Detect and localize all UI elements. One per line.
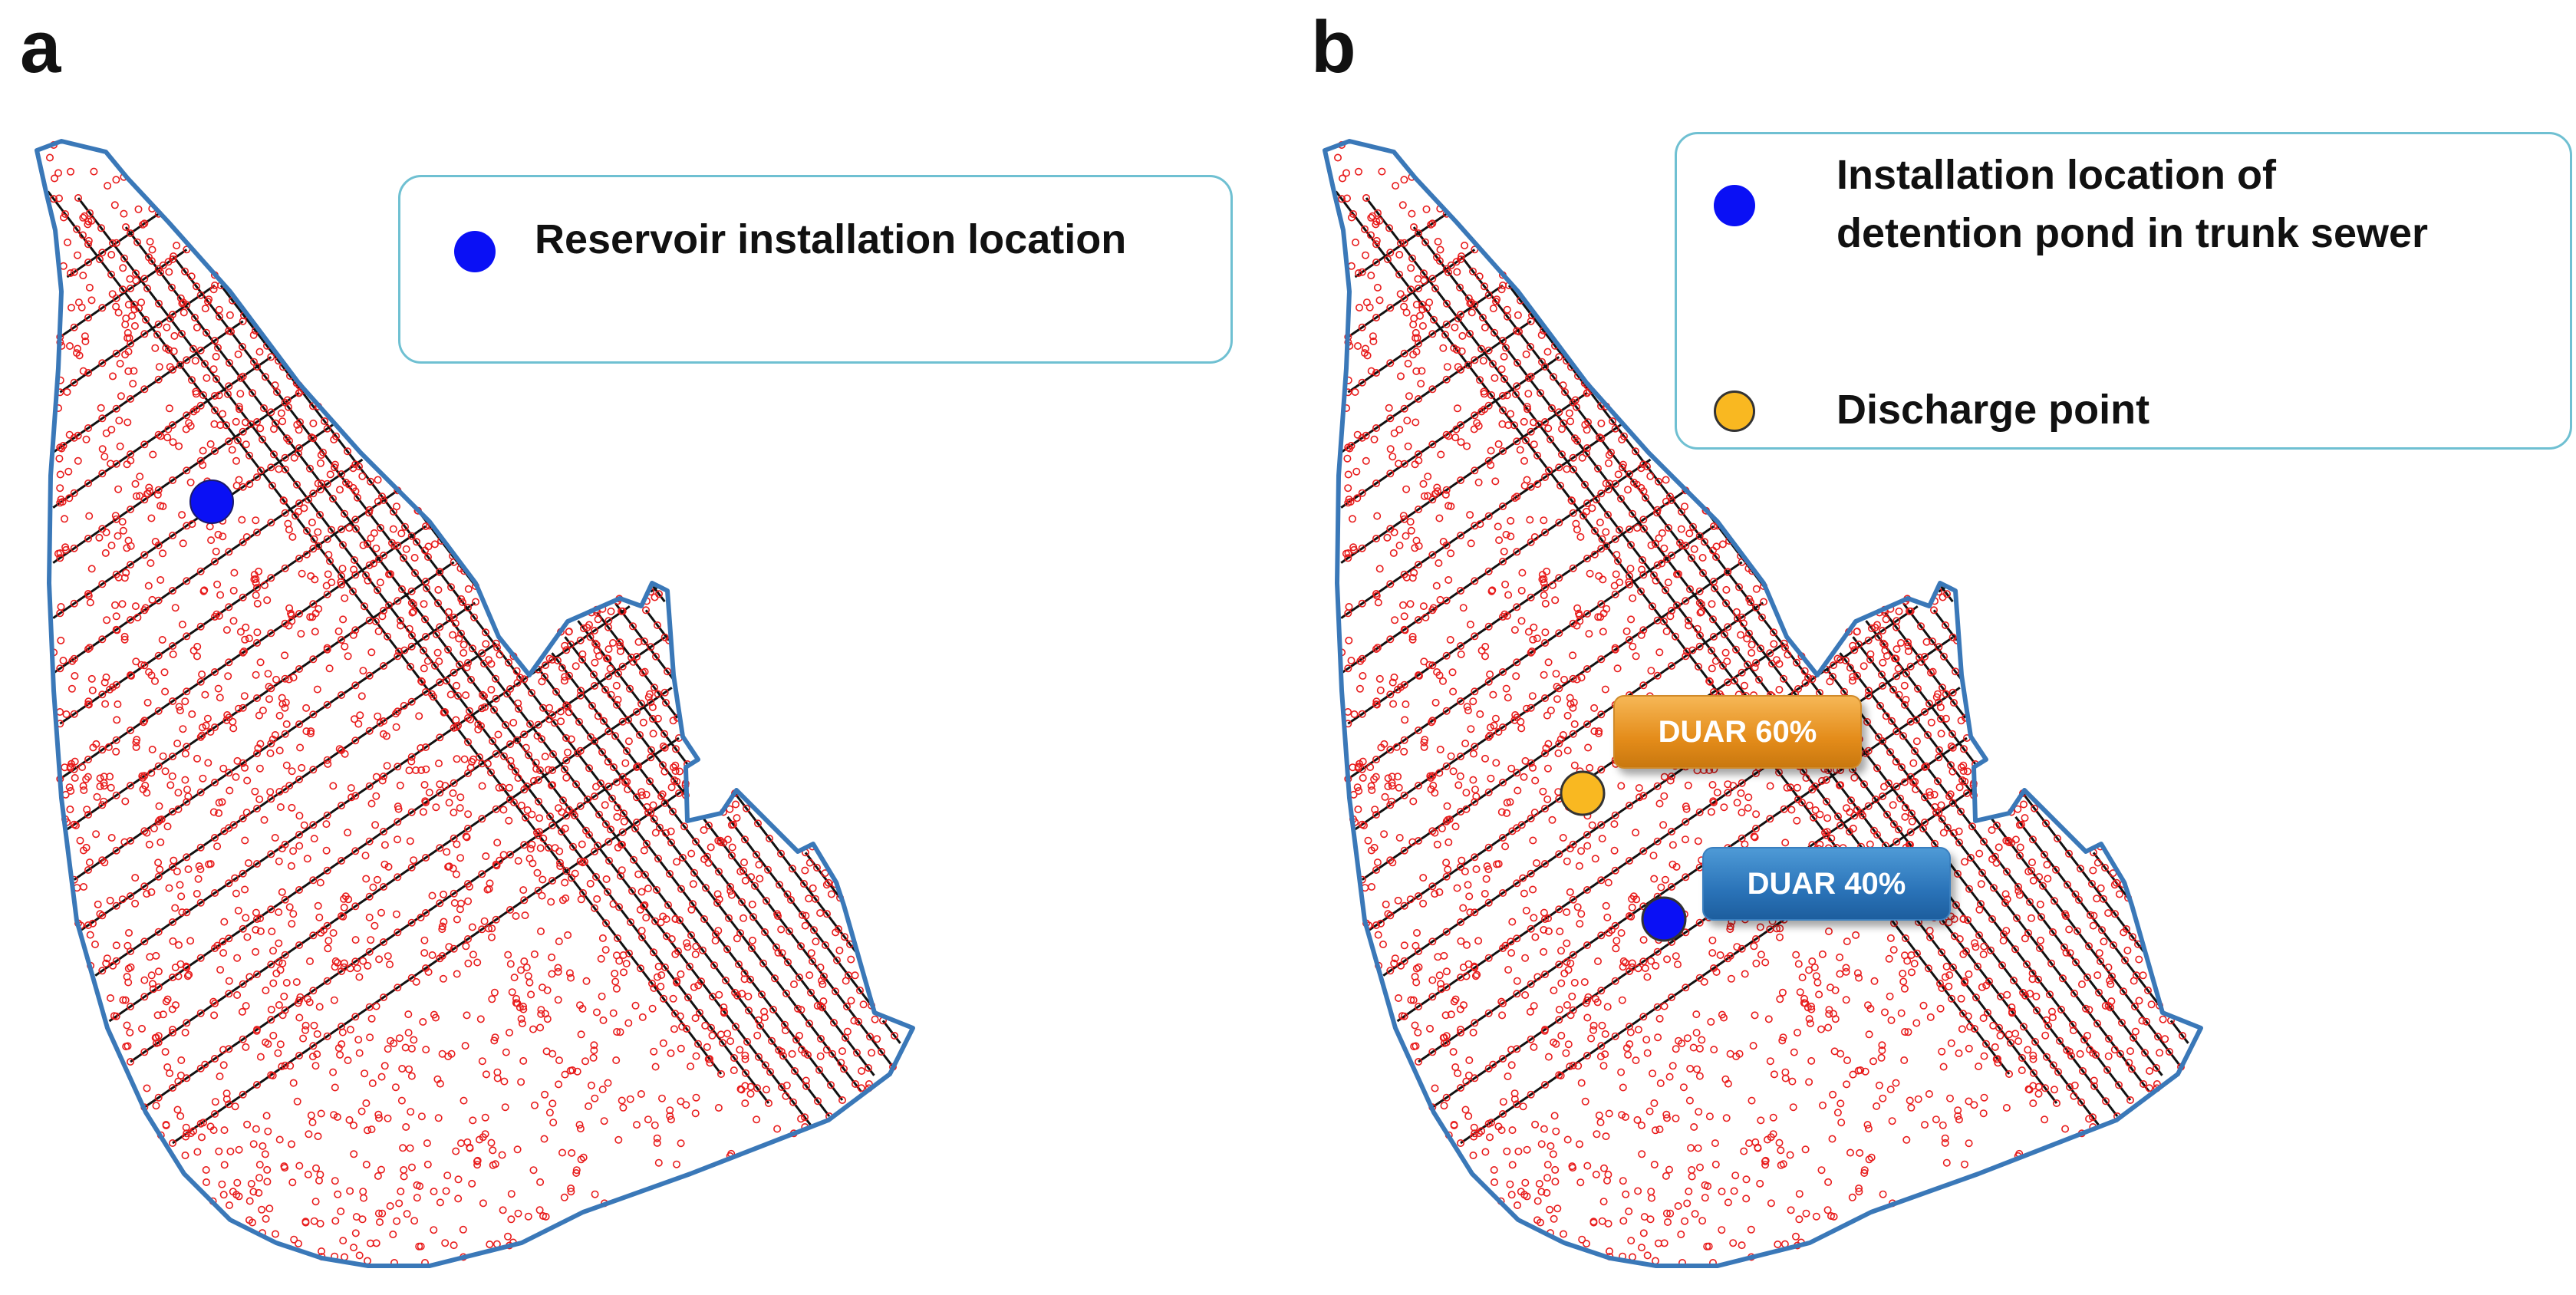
detention-pond-legend-label-line1: Installation location of bbox=[1836, 152, 2277, 198]
detention-pond-marker bbox=[1641, 896, 1687, 942]
duar-60-callout: DUAR 60% bbox=[1613, 695, 1862, 769]
discharge-point-marker bbox=[1560, 770, 1606, 816]
detention-pond-legend-label-line2: detention pond in trunk sewer bbox=[1836, 210, 2429, 256]
reservoir-legend-dot bbox=[454, 231, 496, 272]
panel-b: b Installation location of detention pon… bbox=[1288, 0, 2576, 1295]
panel-a: a Reservoir installation location bbox=[20, 6, 1233, 1268]
reservoir-legend-label: Reservoir installation location bbox=[535, 216, 1127, 262]
network-layer-a bbox=[46, 141, 901, 1267]
panel-label-a: a bbox=[20, 6, 61, 88]
detention-pond-legend-dot bbox=[1714, 185, 1755, 226]
discharge-point-legend-label: Discharge point bbox=[1836, 387, 2150, 433]
legend-b: Installation location of detention pond … bbox=[1675, 132, 2572, 450]
catchment-boundary-a bbox=[35, 139, 915, 1268]
duar-40-callout: DUAR 40% bbox=[1702, 847, 1951, 921]
sewer-network-map-a bbox=[35, 139, 915, 1268]
panel-label-b: b bbox=[1311, 6, 1356, 88]
reservoir-marker bbox=[189, 479, 234, 524]
catchment-boundary-b bbox=[1323, 139, 2203, 1268]
legend-a: Reservoir installation location bbox=[398, 175, 1233, 364]
discharge-point-legend-dot bbox=[1714, 390, 1755, 432]
sewer-nodes bbox=[46, 141, 899, 1267]
